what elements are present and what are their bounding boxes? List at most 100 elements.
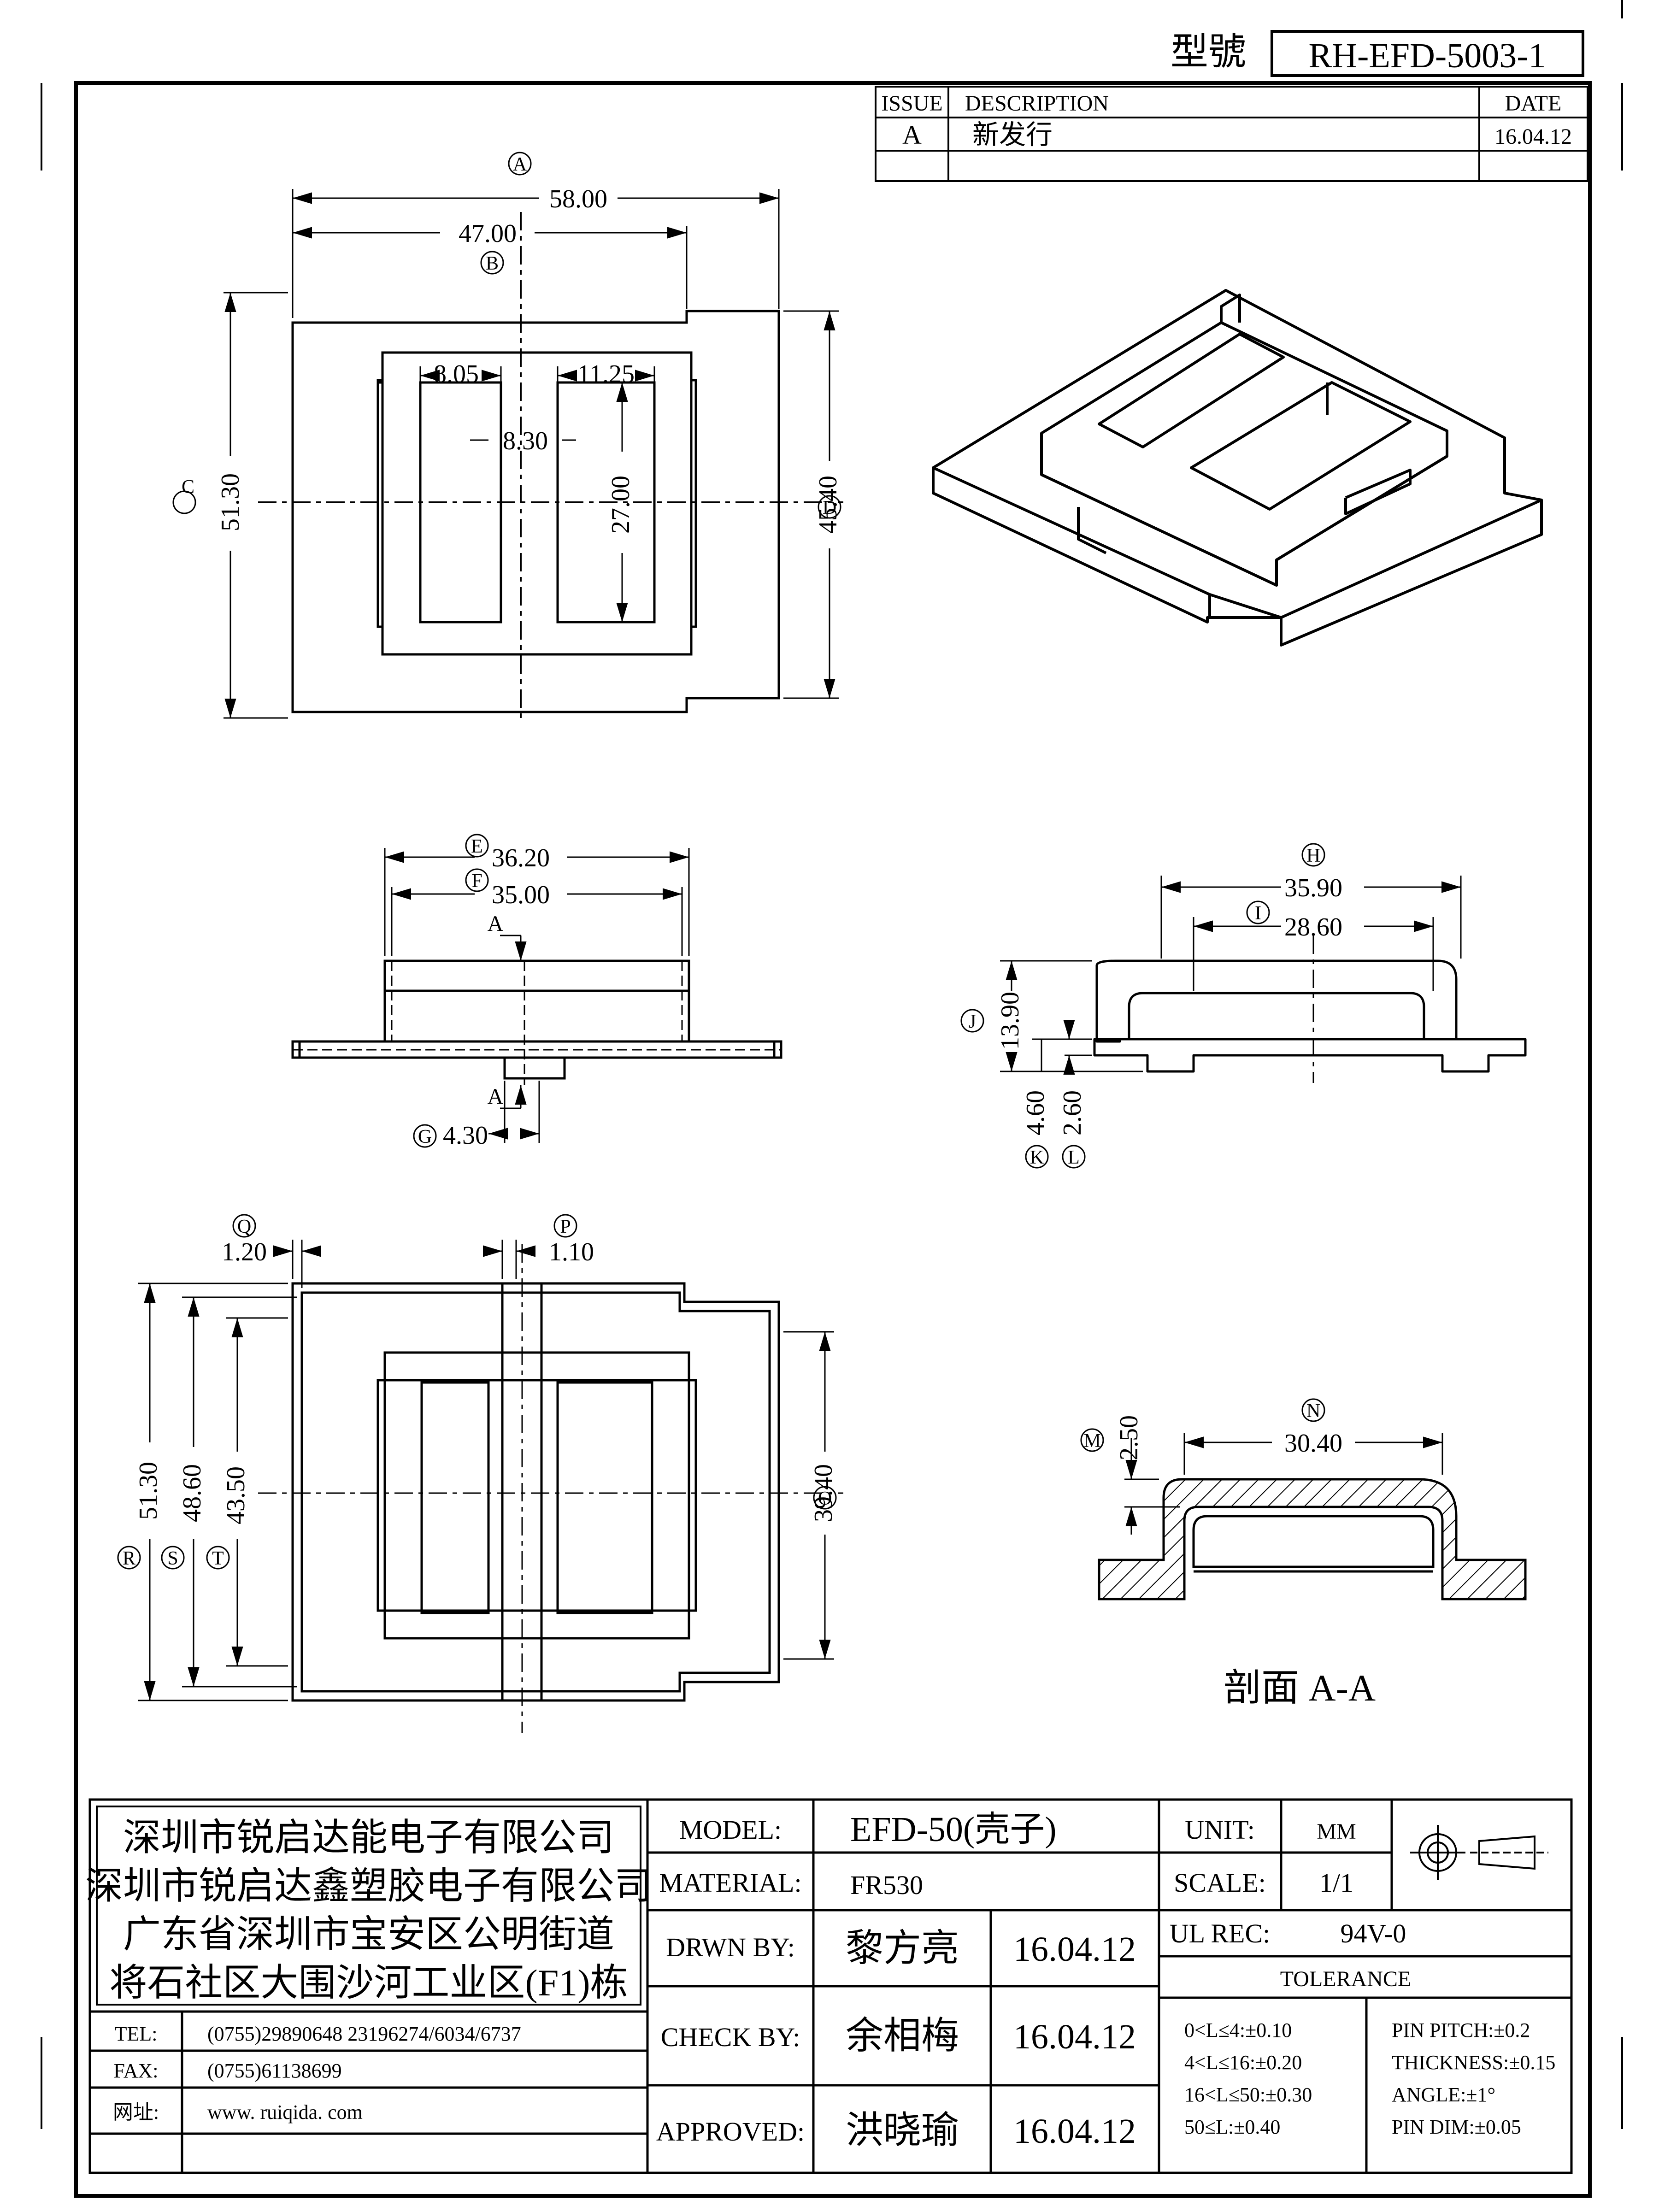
check-label: CHECK BY: — [661, 2022, 800, 2052]
dim-k: 4.60 — [1021, 1090, 1050, 1135]
mark-m: M — [1083, 1430, 1100, 1452]
ul-value: 94V-0 — [1341, 1918, 1406, 1948]
dim-window-gap: 8.30 — [503, 427, 548, 455]
material-value: FR530 — [850, 1870, 923, 1900]
material-label: MATERIAL: — [659, 1868, 801, 1898]
approved-name: 洪晓瑜 — [846, 2109, 959, 2151]
top-view: A 58.00 47.00 B 51.30 C 45.40 D — [172, 152, 843, 719]
dim-i: 28.60 — [1284, 913, 1342, 941]
drawn-label: DRWN BY: — [666, 1932, 795, 1962]
mark-a: A — [513, 154, 527, 175]
scale-value: 1/1 — [1319, 1868, 1353, 1898]
approved-date: 16.04.12 — [1013, 2112, 1136, 2151]
title-block: 深圳市锐启达能电子有限公司 深圳市锐启达鑫塑胶电子有限公司 广东省深圳市宝安区公… — [85, 1798, 1573, 2174]
drawn-name: 黎方亮 — [846, 1927, 959, 1969]
unit-label: UNIT: — [1185, 1815, 1255, 1845]
tel-label: TEL: — [115, 2023, 158, 2045]
model-value: EFD-50(壳子) — [850, 1810, 1057, 1849]
tolerance-left-1: 0<L≤4:±0.10 — [1184, 2019, 1292, 2041]
revision-col-date: DATE — [1505, 91, 1562, 116]
approved-label: APPROVED: — [656, 2117, 805, 2147]
dim-t: 43.50 — [222, 1466, 250, 1524]
isometric-view — [932, 289, 1543, 647]
mark-h: H — [1306, 845, 1320, 866]
model-number-value: RH-EFD-5003-1 — [1308, 36, 1546, 75]
model-number-label: 型號 — [1171, 31, 1246, 73]
dim-h: 35.90 — [1284, 874, 1342, 902]
sheet-border — [41, 0, 1623, 2198]
tolerance-right-1: PIN PITCH:±0.2 — [1392, 2019, 1530, 2041]
model-label: MODEL: — [679, 1815, 782, 1845]
check-name: 余相梅 — [846, 2015, 959, 2057]
section-mark-top: A — [488, 912, 504, 936]
revision-col-issue: ISSUE — [881, 91, 942, 116]
company-line-1: 深圳市锐启达能电子有限公司 — [123, 1817, 614, 1859]
bottom-view: Q 1.20 P 1.10 51.30 R 48.60 S 43.50 T 39… — [117, 1214, 843, 1733]
dim-window-right: 11.25 — [577, 360, 635, 388]
revision-table: ISSUE DESCRIPTION DATE A 新发行 16.04.12 — [875, 86, 1588, 182]
dim-l: 2.60 — [1058, 1090, 1087, 1135]
web-value: www. ruiqida. com — [207, 2101, 363, 2124]
fax-label: FAX: — [114, 2059, 159, 2082]
company-line-4: 将石社区大围沙河工业区(F1)栋 — [109, 1962, 628, 2004]
dim-r: 51.30 — [134, 1462, 163, 1520]
tolerance-left-4: 50≤L:±0.40 — [1184, 2116, 1280, 2138]
web-label: 网址: — [113, 2101, 159, 2124]
mark-b: B — [486, 253, 499, 274]
section-caption: 剖面 A-A — [1224, 1667, 1376, 1709]
dim-f: 35.00 — [492, 881, 550, 909]
dim-m: 2.50 — [1115, 1415, 1143, 1460]
tolerance-right-3: ANGLE:±1° — [1392, 2083, 1495, 2106]
scale-label: SCALE: — [1174, 1868, 1266, 1898]
mark-i: I — [1255, 903, 1261, 924]
dim-window-height: 27.00 — [606, 476, 635, 534]
mark-q: Q — [237, 1216, 251, 1237]
mark-n: N — [1306, 1400, 1320, 1422]
dim-s: 48.60 — [178, 1464, 206, 1522]
unit-value: MM — [1317, 1819, 1356, 1844]
mark-g: G — [418, 1126, 432, 1147]
dim-p: 1.10 — [549, 1238, 594, 1266]
front-view: E 36.20 F 35.00 A A G 4.30 — [291, 834, 782, 1150]
revision-col-description: DESCRIPTION — [965, 91, 1109, 116]
mark-r: R — [123, 1548, 135, 1569]
dim-b: 47.00 — [459, 219, 517, 248]
mark-o: O — [818, 1488, 832, 1509]
mark-t: T — [212, 1548, 224, 1569]
dim-a: 58.00 — [549, 185, 607, 213]
ul-label: UL REC: — [1170, 1918, 1271, 1948]
dim-e: 36.20 — [492, 844, 550, 872]
mark-p: P — [560, 1216, 571, 1237]
fax-value: (0755)61138699 — [207, 2059, 342, 2082]
side-view: H 35.90 I 28.60 13.90 J 4.60 K 2.60 L — [960, 843, 1527, 1169]
mark-c: C — [182, 477, 194, 498]
dim-g: 4.30 — [443, 1121, 488, 1150]
tolerance-right-2: THICKNESS:±0.15 — [1392, 2051, 1555, 2074]
section-mark-bottom: A — [488, 1084, 504, 1109]
dim-d: 45.40 — [814, 476, 842, 534]
dim-n: 30.40 — [1284, 1429, 1342, 1458]
drawn-date: 16.04.12 — [1013, 1930, 1136, 1969]
dim-o: 39.40 — [809, 1464, 838, 1522]
dim-j: 13.90 — [996, 992, 1024, 1050]
tolerance-left-3: 16<L≤50:±0.30 — [1184, 2083, 1312, 2106]
tel-value: (0755)29890648 23196274/6034/6737 — [207, 2023, 521, 2045]
check-date: 16.04.12 — [1013, 2018, 1136, 2056]
mark-k: K — [1030, 1147, 1044, 1168]
tolerance-title: TOLERANCE — [1280, 1967, 1411, 1991]
mark-l: L — [1068, 1147, 1080, 1168]
model-number-header: 型號 RH-EFD-5003-1 — [1171, 30, 1584, 77]
dim-q: 1.20 — [222, 1238, 267, 1266]
mark-e: E — [471, 836, 483, 857]
mark-d: D — [823, 497, 836, 518]
section-a-a: 2.50 M N 30.40 剖面 A-A — [1080, 1398, 1527, 1709]
revision-issue: A — [902, 120, 922, 150]
tolerance-right-4: PIN DIM:±0.05 — [1392, 2116, 1521, 2138]
tolerance-left-2: 4<L≤16:±0.20 — [1184, 2051, 1302, 2074]
company-line-3: 广东省深圳市宝安区公明街道 — [123, 1913, 614, 1955]
company-line-2: 深圳市锐启达鑫塑胶电子有限公司 — [85, 1865, 652, 1907]
mark-j: J — [969, 1011, 976, 1032]
revision-description: 新发行 — [972, 120, 1053, 150]
mark-s: S — [167, 1548, 178, 1569]
